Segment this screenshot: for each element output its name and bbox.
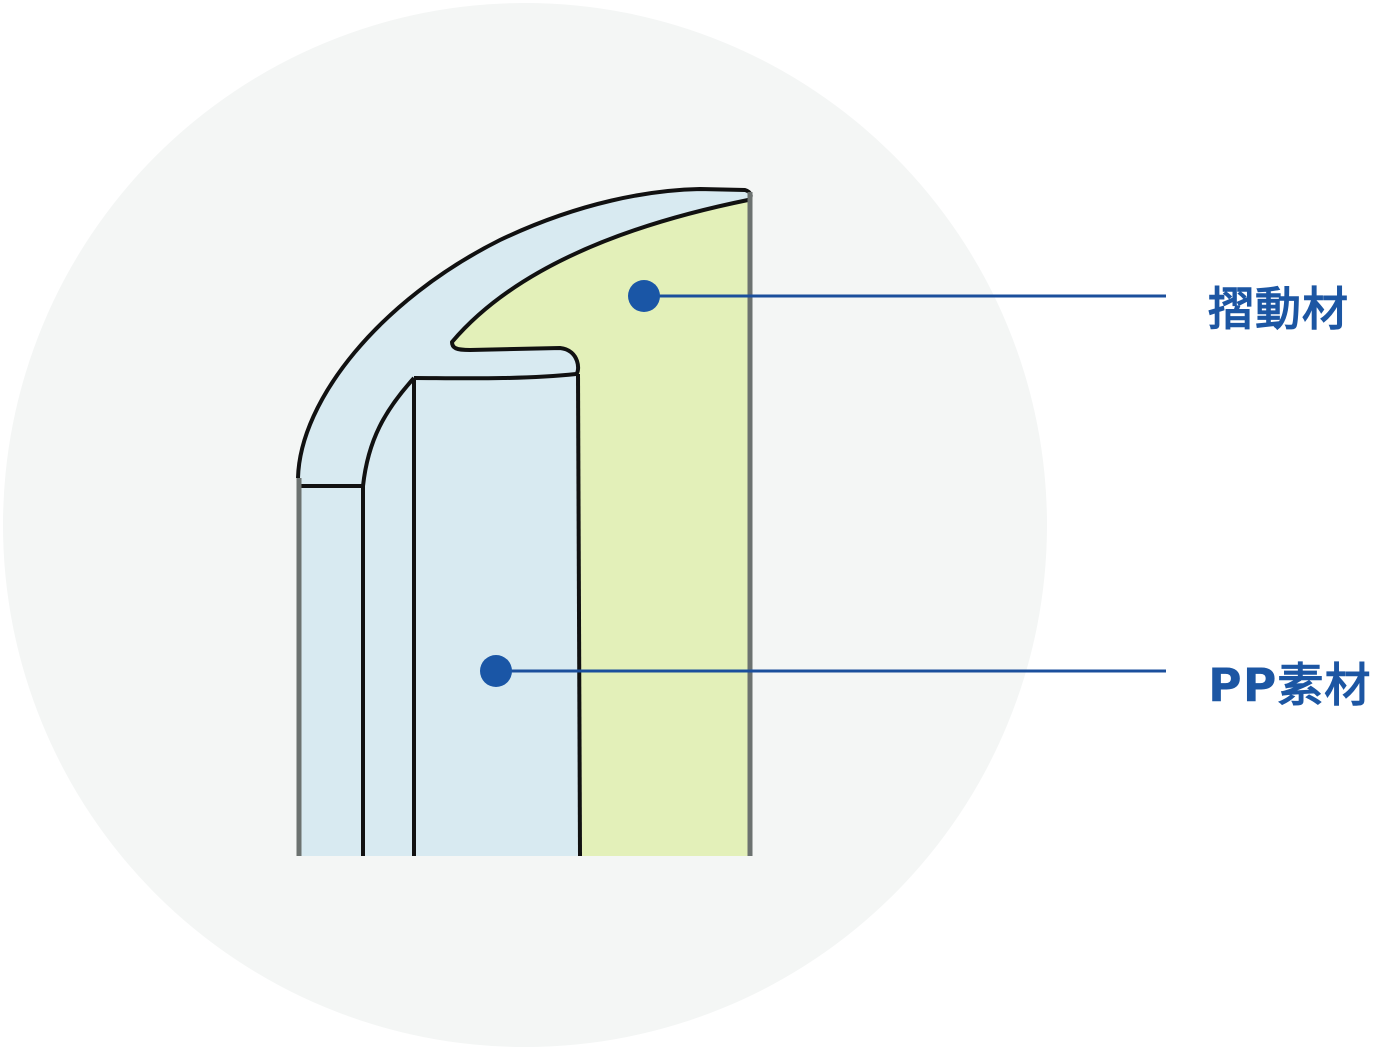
middle-strip [363, 378, 414, 856]
divider-line-3 [576, 373, 582, 857]
outer-strip [300, 486, 363, 856]
outer-skin-layer [298, 189, 751, 486]
middle-curve-outline [361, 376, 416, 487]
pp-marker-dot-icon [480, 655, 512, 687]
sliding-material-region [452, 196, 750, 856]
outline-strokes [296, 187, 753, 857]
sliding-marker-dot-icon [628, 280, 660, 312]
outer-cap-outline [296, 187, 753, 479]
pp-material-label: PP素材 [1208, 658, 1372, 712]
pp-core-region [414, 374, 580, 856]
inner-cap-outline [413, 198, 749, 381]
sliding-material-label: 摺動材 [1208, 282, 1349, 336]
